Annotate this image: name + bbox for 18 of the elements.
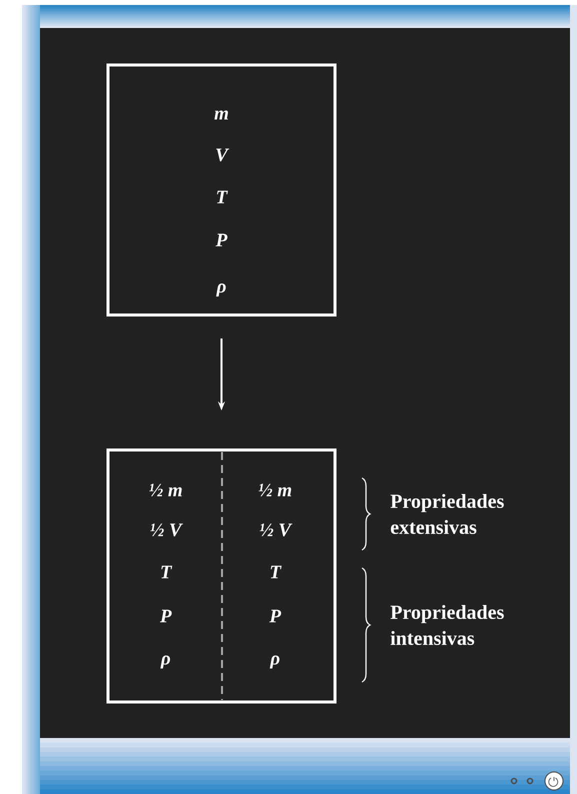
property-symbol: ρ — [216, 284, 226, 296]
property-symbol: P — [269, 610, 282, 622]
property-symbol: T — [270, 566, 282, 578]
property-symbol: P — [216, 234, 228, 246]
property-symbol: m — [214, 110, 228, 120]
property-symbol: ½ V — [150, 524, 183, 536]
property-symbol: ρ — [270, 656, 280, 668]
property-label: Propriedades intensivas — [390, 604, 504, 646]
property-symbol: ½ m — [258, 484, 292, 496]
property-symbol: T — [161, 566, 172, 578]
property-symbol: P — [160, 610, 172, 622]
property-symbol: T — [217, 190, 228, 204]
property-symbol: ½ V — [260, 524, 292, 536]
property-symbol: ρ — [160, 656, 170, 668]
property-symbol: ½ m — [149, 484, 182, 496]
system-box — [106, 448, 336, 704]
property-label: Propriedades extensivas — [390, 494, 504, 534]
property-symbol: V — [216, 148, 230, 162]
